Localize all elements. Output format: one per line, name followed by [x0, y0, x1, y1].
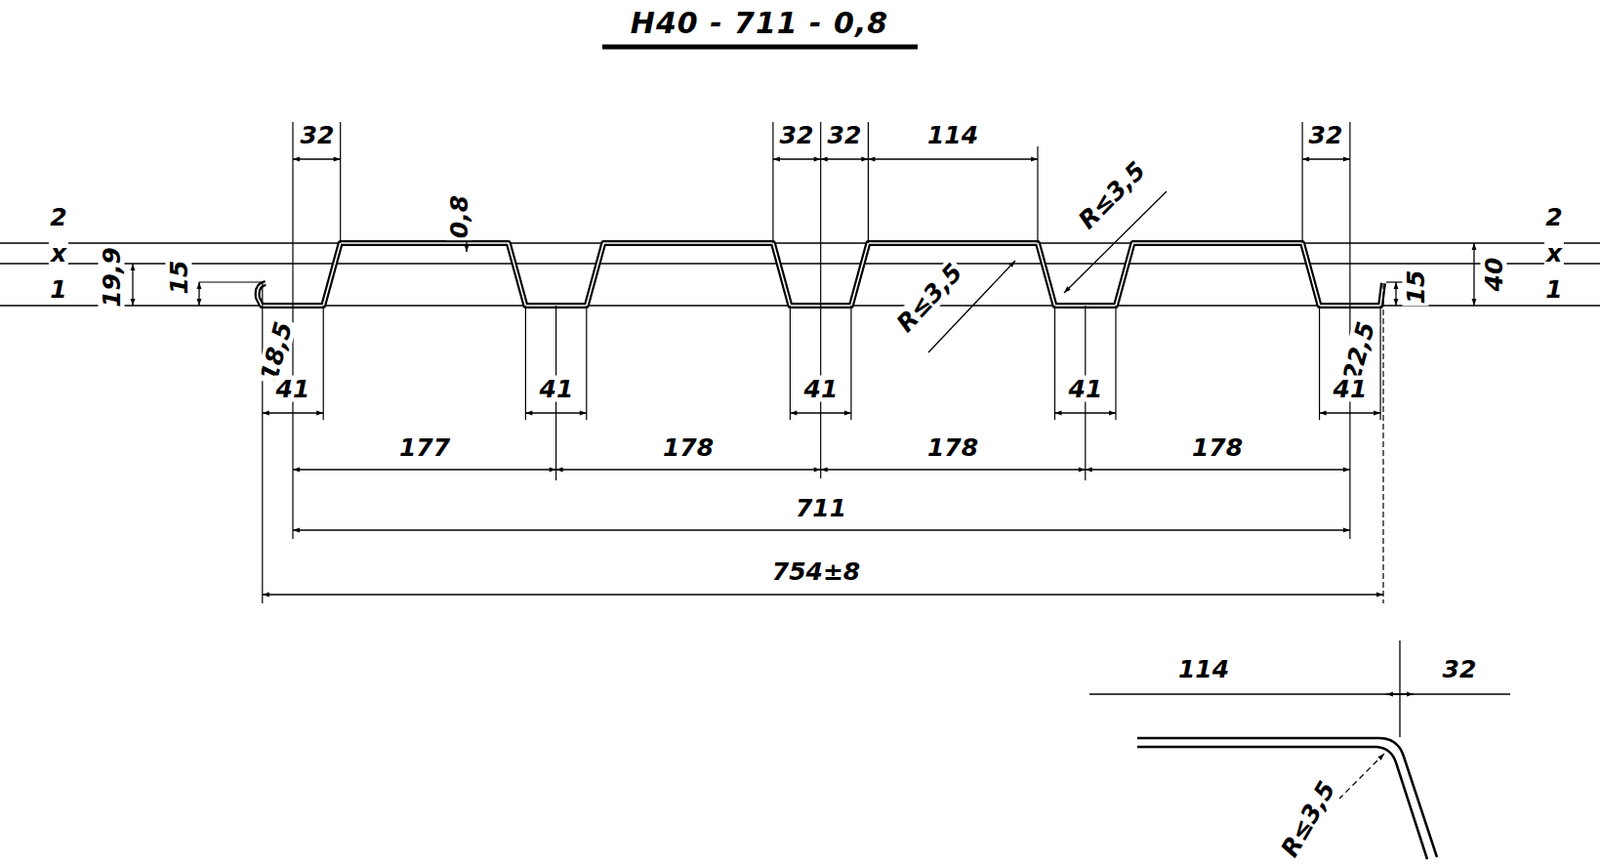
drawing-line [1398, 640, 1400, 738]
drawing-line [1089, 693, 1511, 695]
dimension-label: 41 [802, 375, 841, 403]
drawing-line [131, 263, 133, 306]
drawing-line [773, 158, 821, 160]
leader-lines [466, 191, 1385, 799]
dimension-label: R≤3,5 [1071, 155, 1152, 236]
dimension-label: 754±8 [770, 558, 863, 585]
drawing-line [820, 158, 869, 160]
drawing-line [1055, 411, 1117, 413]
drawing-line [1054, 305, 1056, 420]
drawing-line [0, 242, 1600, 245]
dimension-label: 41 [1066, 375, 1106, 403]
drawing-line [585, 305, 587, 420]
drawing-line [292, 468, 557, 470]
drawing-line [867, 122, 869, 244]
extension-lines [199, 122, 1406, 604]
drawing-line [1085, 468, 1351, 470]
drawing-line [1301, 122, 1303, 244]
dimension-label: 32 [1307, 122, 1346, 149]
dimension-label: 2 [47, 204, 69, 231]
dimension-label: 32 [298, 122, 337, 149]
drawing-line [1382, 283, 1384, 604]
dimension-label: 41 [537, 375, 576, 403]
drawing-line [1379, 305, 1381, 420]
drawing-title: Н40 - 711 - 0,8 [630, 8, 889, 39]
drawing-line [850, 305, 852, 420]
drawing-line [1302, 158, 1351, 160]
dimension-label: 114 [1176, 656, 1231, 683]
drawing-line [323, 305, 325, 420]
drawing-line [292, 158, 341, 160]
dimension-label: 711 [793, 494, 849, 522]
drawing-line [292, 529, 1351, 531]
dimension-label: 1 [1543, 276, 1564, 303]
dimension-label: 15 [165, 258, 193, 297]
dimension-label: 177 [397, 434, 452, 461]
dimension-label: 178 [1189, 434, 1245, 461]
dimension-label: 2 [1543, 204, 1564, 231]
drawing-line [1394, 282, 1396, 306]
dimension-label: 178 [925, 434, 981, 461]
drawing-line [0, 262, 1600, 265]
drawing-line [262, 411, 324, 413]
dimension-label: 114 [925, 122, 981, 149]
dimension-label: x [48, 240, 69, 267]
drawing-line [1319, 411, 1382, 413]
dimension-label: x [1544, 240, 1564, 267]
dimension-label: 178 [660, 434, 716, 461]
drawing-line [1318, 305, 1320, 420]
dimension-label: 40 [1480, 255, 1508, 294]
drawing-line [262, 593, 1384, 595]
drawing-line [820, 122, 821, 479]
dimension-label: 41 [274, 375, 313, 403]
dimension-lines [132, 159, 1475, 595]
drawing-line [867, 158, 1038, 160]
dimension-label: 0,8 [446, 193, 473, 241]
drawing-line [199, 281, 262, 283]
drawing-line [339, 122, 341, 244]
drawing-line [261, 283, 263, 604]
drawing-line [1114, 305, 1116, 420]
drawing-line [772, 122, 774, 244]
dimension-label: 41 [1331, 375, 1370, 403]
dimension-label: R≤3,5 [890, 256, 969, 338]
dimension-label: 32 [778, 122, 817, 149]
drawing-line [820, 468, 1086, 470]
title-underline [602, 44, 918, 50]
drawing-line [556, 468, 821, 470]
drawing-line [525, 411, 586, 413]
reference-lines [0, 243, 1600, 306]
dimension-label: 15 [1402, 268, 1430, 307]
drawing-line [1473, 243, 1475, 306]
dimension-label: 32 [1440, 656, 1479, 683]
drawing-line [1386, 693, 1414, 696]
drawing-line [1036, 146, 1038, 244]
dimension-label: 19,9 [98, 245, 125, 310]
dimension-label: 32 [825, 122, 864, 149]
drawing-line [525, 305, 527, 420]
drawing-line [789, 305, 791, 420]
dimension-label: R≤3,5 [1274, 775, 1342, 863]
dimension-label: 1 [47, 276, 69, 303]
drawing-line [198, 282, 200, 306]
drawing-line [789, 411, 852, 413]
drawing-line [1339, 753, 1385, 799]
